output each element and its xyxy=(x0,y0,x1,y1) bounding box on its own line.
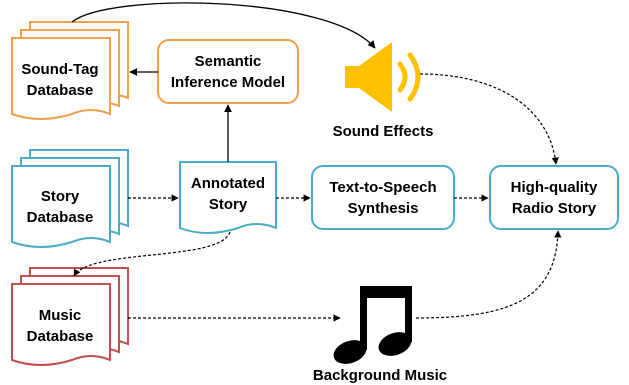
high-quality-radio-story: High-quality Radio Story xyxy=(489,165,619,230)
background-music: Background Music xyxy=(313,286,447,384)
edge-annotated-to-musicdb xyxy=(73,231,231,277)
text-to-speech-synthesis: Text-to-Speech Synthesis xyxy=(311,165,455,230)
story-database: Story Database xyxy=(11,149,129,248)
semantic-inference-model-label-line2: Inference Model xyxy=(171,74,285,91)
music-database-label-line1: Music xyxy=(39,307,82,324)
annotated-story-label-line1: Annotated xyxy=(191,175,265,192)
speaker-icon xyxy=(345,42,421,112)
music-note-icon xyxy=(333,286,412,364)
background-music-label: Background Music xyxy=(313,367,447,384)
edge-bgmusic-to-radio xyxy=(415,230,562,319)
edge-soundeffects-to-radio xyxy=(419,73,559,165)
edge-soundtag-to-soundeffects xyxy=(71,2,376,49)
music-database-label-line2: Database xyxy=(27,328,94,345)
sound-tag-database: Sound-Tag Database xyxy=(11,21,129,120)
story-database-label-line2: Database xyxy=(27,209,94,226)
semantic-inference-model-label-line1: Semantic xyxy=(195,53,262,70)
sound-tag-database-label-line1: Sound-Tag xyxy=(21,61,98,78)
radio-story-label-line2: Radio Story xyxy=(512,200,597,217)
radio-story-label-line1: High-quality xyxy=(511,179,598,196)
text-to-speech-label-line2: Synthesis xyxy=(348,200,419,217)
music-database: Music Database xyxy=(11,267,129,366)
sound-tag-database-label-line2: Database xyxy=(27,82,94,99)
annotated-story: Annotated Story xyxy=(179,161,277,234)
sound-effects-label: Sound Effects xyxy=(333,123,434,140)
story-database-label-line1: Story xyxy=(41,188,80,205)
sound-effects: Sound Effects xyxy=(333,42,434,140)
semantic-inference-model: Semantic Inference Model xyxy=(157,39,299,104)
annotated-story-label-line2: Story xyxy=(209,196,248,213)
text-to-speech-label-line1: Text-to-Speech xyxy=(329,179,436,196)
